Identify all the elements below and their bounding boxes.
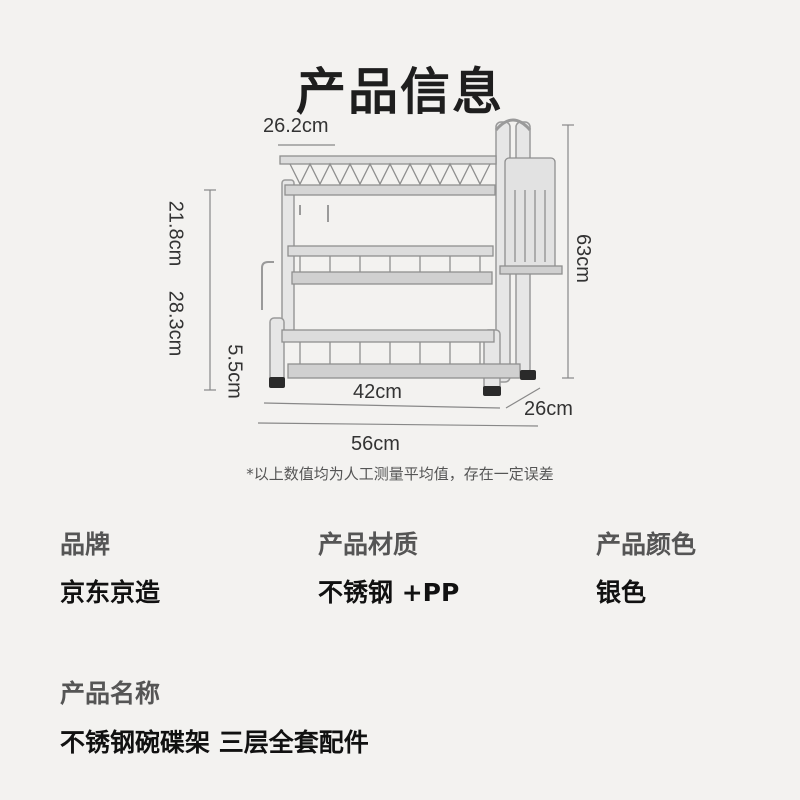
top-shelf xyxy=(279,155,497,196)
product-name-value: 不锈钢碗碟架 三层全套配件 xyxy=(60,728,369,757)
side-hooks xyxy=(261,205,329,310)
bottom-shelf xyxy=(281,329,521,379)
inner-width-line xyxy=(263,402,501,409)
inner-width-label: 42cm xyxy=(353,381,402,403)
brand-label: 品牌 xyxy=(60,530,111,559)
top-width-label: 26.2cm xyxy=(263,115,329,137)
color-value: 银色 xyxy=(596,578,647,607)
bottom-height-label: 5.5cm xyxy=(223,344,246,399)
upper-height-label: 21.8cm xyxy=(164,200,187,267)
depth-label: 26cm xyxy=(524,398,573,420)
middle-shelf xyxy=(287,245,494,285)
product-diagram: 26.2cm 21.8cm 28.3cm 5.5cm 63cm 42cm 26c… xyxy=(164,115,594,455)
page-title: 产品信息 xyxy=(296,63,504,121)
product-name-label: 产品名称 xyxy=(60,679,161,708)
utensil-basket xyxy=(499,157,563,275)
total-height-label: 63cm xyxy=(571,234,594,283)
color-label: 产品颜色 xyxy=(596,530,697,559)
dimension-lines xyxy=(204,124,574,427)
total-width-line xyxy=(257,422,539,427)
brand-value: 京东京造 xyxy=(60,578,161,607)
material-value: 不锈钢 +PP xyxy=(318,578,460,607)
depth-line xyxy=(505,387,541,409)
dish-rack-illustration xyxy=(204,118,574,427)
middle-height-label: 28.3cm xyxy=(164,290,187,357)
rack-feet xyxy=(269,370,536,396)
material-label: 产品材质 xyxy=(318,530,419,559)
total-width-label: 56cm xyxy=(351,433,400,455)
measurement-note: *以上数值均为人工测量平均值，存在一定误差 xyxy=(246,465,554,483)
